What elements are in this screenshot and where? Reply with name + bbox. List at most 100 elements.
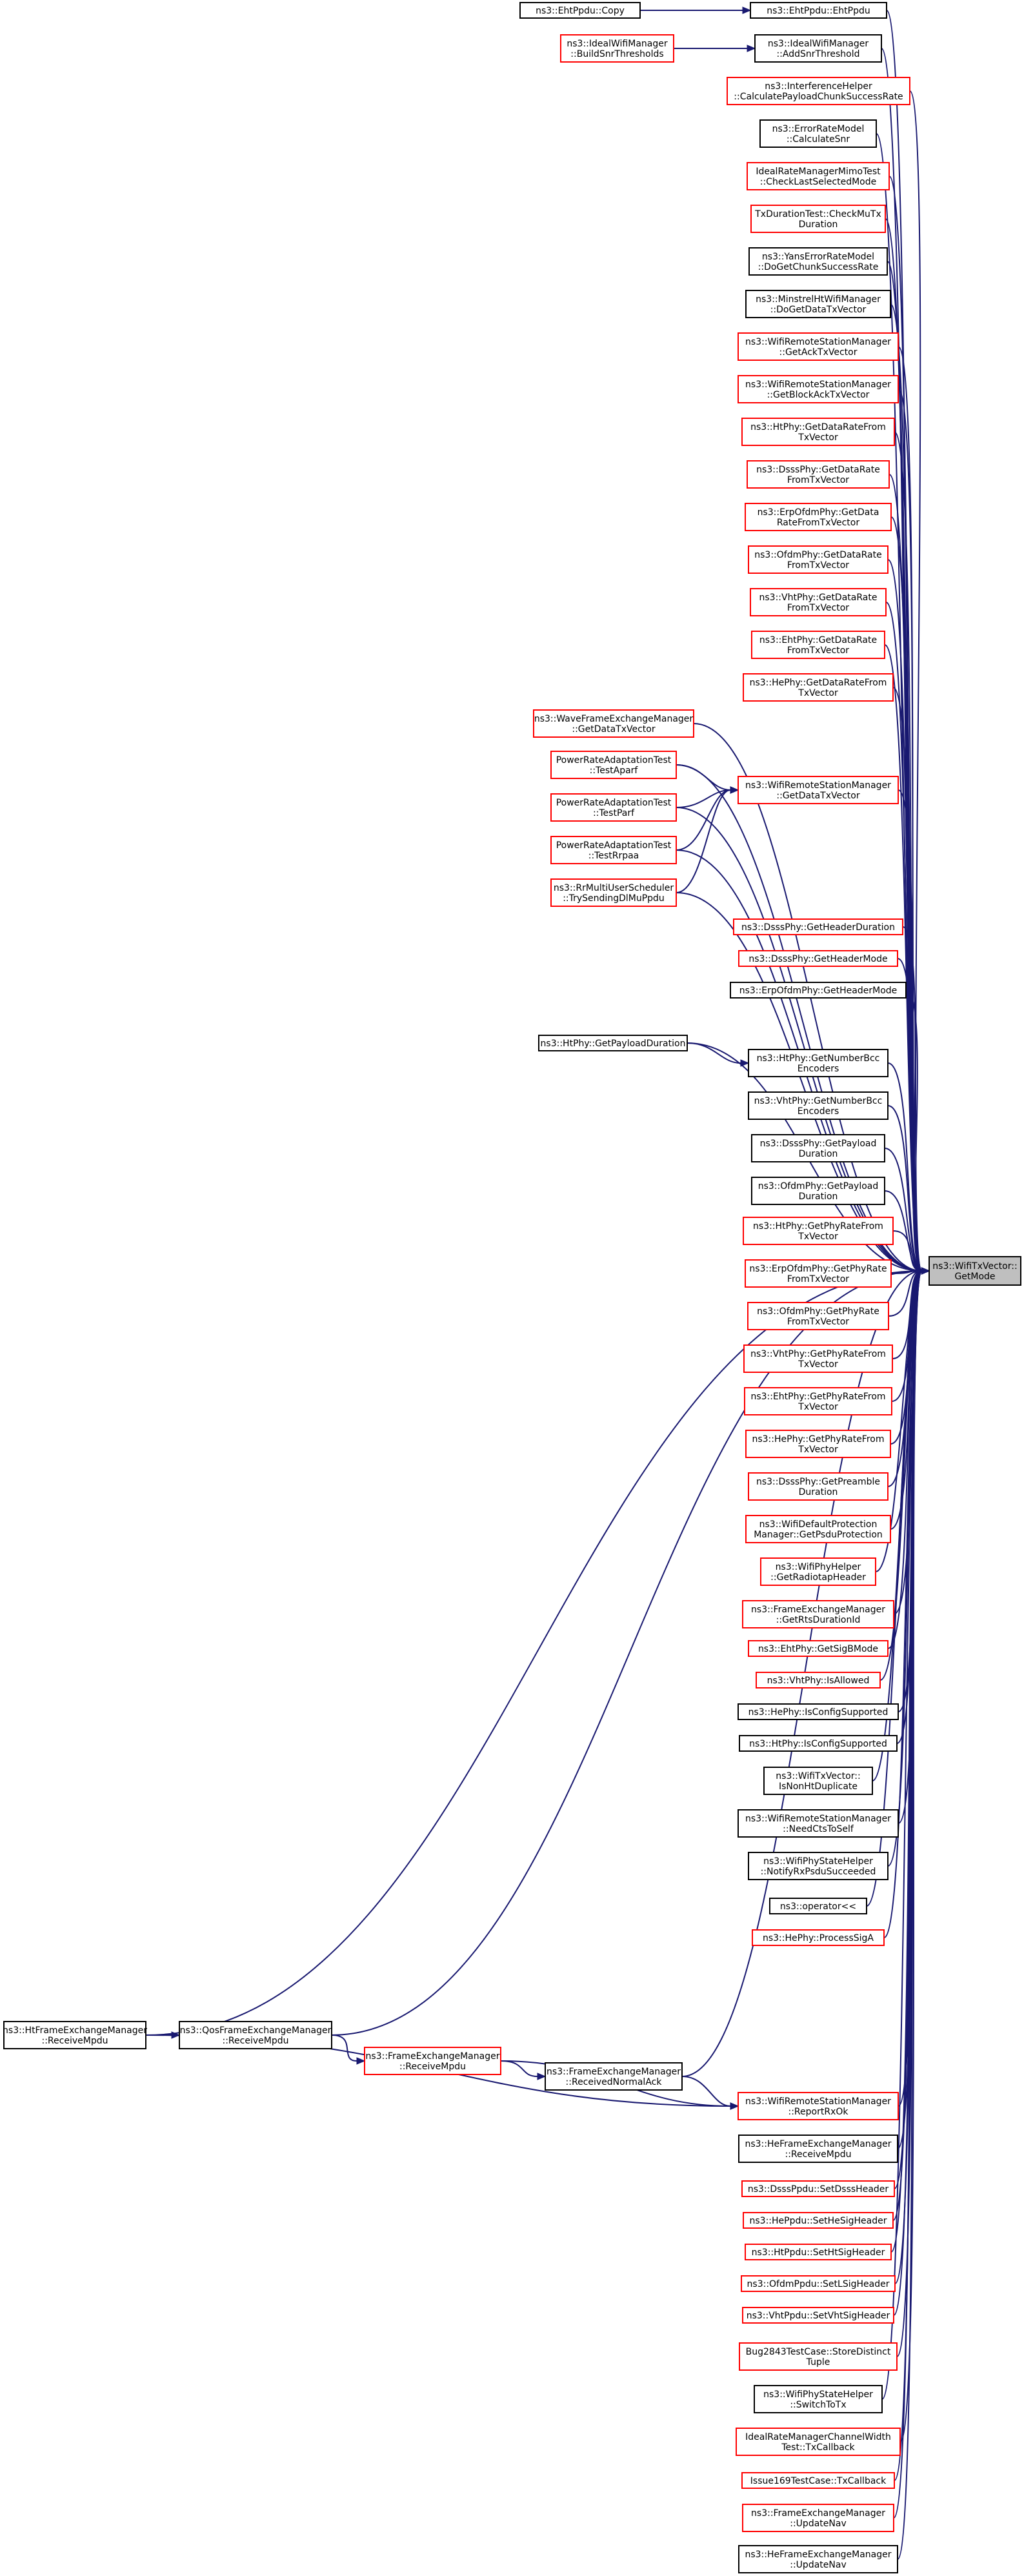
node-ns3-wifiremotestationmanager-getblockacktxvector[interactable]: ns3::WifiRemoteStationManager::GetBlockA…	[738, 375, 899, 403]
node-ns3-frameexchangemanager-getrtsdurationid[interactable]: ns3::FrameExchangeManager::GetRtsDuratio…	[742, 1600, 894, 1628]
node-box	[750, 2, 887, 19]
node-ns3-frameexchangemanager-receivempdu[interactable]: ns3::FrameExchangeManager::ReceiveMpdu	[364, 2047, 501, 2075]
node-powerrateadaptationtest-testparf[interactable]: PowerRateAdaptationTest::TestParf	[550, 793, 677, 822]
node-box	[748, 247, 888, 276]
node-box	[748, 1640, 888, 1657]
node-ns3-yanserrorratemodel-dogetchunksuccessrate[interactable]: ns3::YansErrorRateModel::DoGetChunkSucce…	[748, 247, 888, 276]
arrowhead	[171, 2031, 181, 2039]
node-ns3-wifiremotestationmanager-getdatatxvector[interactable]: ns3::WifiRemoteStationManager::GetDataTx…	[738, 776, 899, 804]
node-ns3-wifiremotestationmanager-getacktxvector[interactable]: ns3::WifiRemoteStationManager::GetAckTxV…	[738, 332, 899, 361]
node-label-line: TxVector	[798, 1445, 838, 1455]
node-powerrateadaptationtest-testrrpaa[interactable]: PowerRateAdaptationTest::TestRrpaa	[550, 836, 677, 864]
node-ns3-erpofdmphy-getheadermode[interactable]: ns3::ErpOfdmPhy::GetHeaderMode	[730, 982, 907, 999]
node-ns3-dsssphy-getheaderduration[interactable]: ns3::DsssPhy::GetHeaderDuration	[733, 918, 903, 935]
node-ns3-idealwifimanager-buildsnrthresholds[interactable]: ns3::IdealWifiManager::BuildSnrThreshold…	[560, 34, 674, 63]
node-box	[752, 1929, 885, 1946]
node-ns3-heframeexchangemanager-updatenav[interactable]: ns3::HeFrameExchangeManager::UpdateNav	[738, 2545, 898, 2573]
node-ns3-heppdu-sethesigheader[interactable]: ns3::HePpdu::SetHeSigHeader	[743, 2212, 894, 2229]
node-ns3-wifiphystatehelper-notifyrxpsdusucceeded[interactable]: ns3::WifiPhyStateHelper::NotifyRxPsduSuc…	[748, 1852, 888, 1880]
node-box	[742, 2307, 894, 2324]
node-box	[730, 982, 907, 999]
edge-n31-to-target	[887, 1105, 922, 1272]
node-ns3-vhtppdu-setvhtsigheader[interactable]: ns3::VhtPpdu::SetVhtSigHeader	[742, 2307, 894, 2324]
node-box	[727, 77, 910, 105]
node-idealratemanagermimotest-checklastselectedmode[interactable]: IdealRateManagerMimoTest::CheckLastSelec…	[747, 162, 890, 190]
node-ns3-htframeexchangemanager-receivempdu[interactable]: ns3::HtFrameExchangeManager::ReceiveMpdu	[3, 2021, 147, 2049]
node-ns3-heframeexchangemanager-receivempdu[interactable]: ns3::HeFrameExchangeManager::ReceiveMpdu	[738, 2135, 898, 2163]
edge-n33-to-target	[884, 1190, 922, 1272]
node-ns3-wifiremotestationmanager-needctstoself[interactable]: ns3::WifiRemoteStationManager::NeedCtsTo…	[738, 1809, 899, 1838]
node-label-line: ::TrySendingDlMuPpdu	[563, 893, 665, 904]
node-ns3-wifidefaultprotection-manager-getpsduprotection[interactable]: ns3::WifiDefaultProtectionManager::GetPs…	[745, 1515, 891, 1543]
node-ns3-waveframeexchangemanager-getdatatxvector[interactable]: ns3::WaveFrameExchangeManager::GetDataTx…	[533, 709, 694, 738]
node-box	[738, 375, 899, 403]
node-ns3-interferencehelper-calculatepayloadchunksuccessrate[interactable]: ns3::InterferenceHelper::CalculatePayloa…	[727, 77, 910, 105]
node-box	[760, 1557, 876, 1586]
node-label-line: ns3::VhtPhy::GetPhyRateFrom	[750, 1349, 886, 1359]
node-ns3-ofdmphy-getpayload-duration[interactable]: ns3::OfdmPhy::GetPayloadDuration	[751, 1177, 885, 1205]
node-ns3-dsssphy-getpayload-duration[interactable]: ns3::DsssPhy::GetPayloadDuration	[751, 1134, 885, 1162]
node-ns3-ehtppdu-ehtppdu[interactable]: ns3::EhtPpdu::EhtPpdu	[750, 2, 887, 19]
node-ns3-dsssphy-getheadermode[interactable]: ns3::DsssPhy::GetHeaderMode	[738, 950, 898, 967]
node-ns3-operator[interactable]: ns3::operator<<	[769, 1898, 867, 1914]
node-ns3-ofdmppdu-setlsigheader[interactable]: ns3::OfdmPpdu::SetLSigHeader	[741, 2275, 896, 2292]
target-node[interactable]: ns3::WifiTxVector::GetMode	[929, 1256, 1021, 1286]
node-ns3-wifiphyhelper-getradiotapheader[interactable]: ns3::WifiPhyHelper::GetRadiotapHeader	[760, 1557, 876, 1586]
node-ns3-ehtphy-getsigbmode[interactable]: ns3::EhtPhy::GetSigBMode	[748, 1640, 888, 1657]
node-box	[738, 2092, 899, 2120]
node-ns3-wifiphystatehelper-switchtotx[interactable]: ns3::WifiPhyStateHelper::SwitchToTx	[754, 2385, 883, 2413]
node-powerrateadaptationtest-testaparf[interactable]: PowerRateAdaptationTest::TestAparf	[550, 751, 677, 779]
node-ns3-hephy-processsiga[interactable]: ns3::HePhy::ProcessSigA	[752, 1929, 885, 1946]
node-ns3-htphy-getpayloadduration[interactable]: ns3::HtPhy::GetPayloadDuration	[538, 1035, 688, 1051]
node-label-line: ns3::DsssPhy::GetHeaderMode	[748, 954, 887, 964]
node-label-line: TxVector	[798, 1232, 838, 1242]
node-box	[550, 751, 677, 779]
node-ns3-vhtphy-isallowed[interactable]: ns3::VhtPhy::IsAllowed	[756, 1672, 881, 1689]
node-ns3-rrmultiuserscheduler-trysendingdlmuppdu[interactable]: ns3::RrMultiUserScheduler::TrySendingDlM…	[550, 878, 677, 907]
node-box	[745, 2244, 892, 2260]
node-ns3-frameexchangemanager-receivednormalack[interactable]: ns3::FrameExchangeManager::ReceivedNorma…	[545, 2062, 683, 2091]
node-ns3-wifiremotestationmanager-reportrxok[interactable]: ns3::WifiRemoteStationManager::ReportRxO…	[738, 2092, 899, 2120]
node-ns3-ehtppdu-copy[interactable]: ns3::EhtPpdu::Copy	[519, 2, 641, 19]
node-box	[179, 2021, 332, 2049]
node-ns3-htphy-isconfigsupported[interactable]: ns3::HtPhy::IsConfigSupported	[739, 1735, 898, 1752]
node-label-line: ns3::FrameExchangeManager	[366, 2051, 500, 2062]
node-ns3-frameexchangemanager-updatenav[interactable]: ns3::FrameExchangeManager::UpdateNav	[742, 2504, 894, 2532]
node-ns3-qosframeexchangemanager-receivempdu[interactable]: ns3::QosFrameExchangeManager::ReceiveMpd…	[179, 2021, 332, 2049]
node-ns3-hephy-isconfigsupported[interactable]: ns3::HePhy::IsConfigSupported	[738, 1703, 899, 1720]
edge-n42-to-target	[875, 1270, 922, 1572]
node-label-line: ns3::EhtPhy::GetSigBMode	[758, 1644, 878, 1654]
node-label-line: ::NotifyRxPsduSucceeded	[761, 1867, 876, 1877]
node-idealratemanagerchannelwidth-test-txcallback[interactable]: IdealRateManagerChannelWidthTest::TxCall…	[736, 2428, 901, 2456]
edge-n28-to-target	[905, 989, 922, 1272]
node-ns3-wifitxvector-isnonhtduplicate[interactable]: ns3::WifiTxVector::IsNonHtDuplicate	[763, 1767, 873, 1795]
node-label-line: ::BuildSnrThresholds	[570, 49, 663, 59]
node-ns3-idealwifimanager-addsnrthreshold[interactable]: ns3::IdealWifiManager::AddSnrThreshold	[754, 34, 882, 63]
node-ns3-minstrelhtwifimanager-dogetdatatxvector[interactable]: ns3::MinstrelHtWifiManager::DoGetDataTxV…	[745, 290, 891, 318]
node-ns3-errorratemodel-calculatesnr[interactable]: ns3::ErrorRateModel::CalculateSnr	[759, 119, 877, 148]
node-ns3-htppdu-sethtsigheader[interactable]: ns3::HtPpdu::SetHtSigHeader	[745, 2244, 892, 2260]
node-ns3-dsssppdu-setdsssheader[interactable]: ns3::DsssPpdu::SetDsssHeader	[741, 2180, 895, 2197]
node-label-line: TxVector	[798, 1359, 838, 1370]
node-issue169testcase-txcallback[interactable]: Issue169TestCase::TxCallback	[741, 2472, 895, 2489]
node-label-line: ns3::HeFrameExchangeManager	[745, 2550, 891, 2560]
node-label-line: ::CalculatePayloadChunkSuccessRate	[734, 92, 903, 102]
